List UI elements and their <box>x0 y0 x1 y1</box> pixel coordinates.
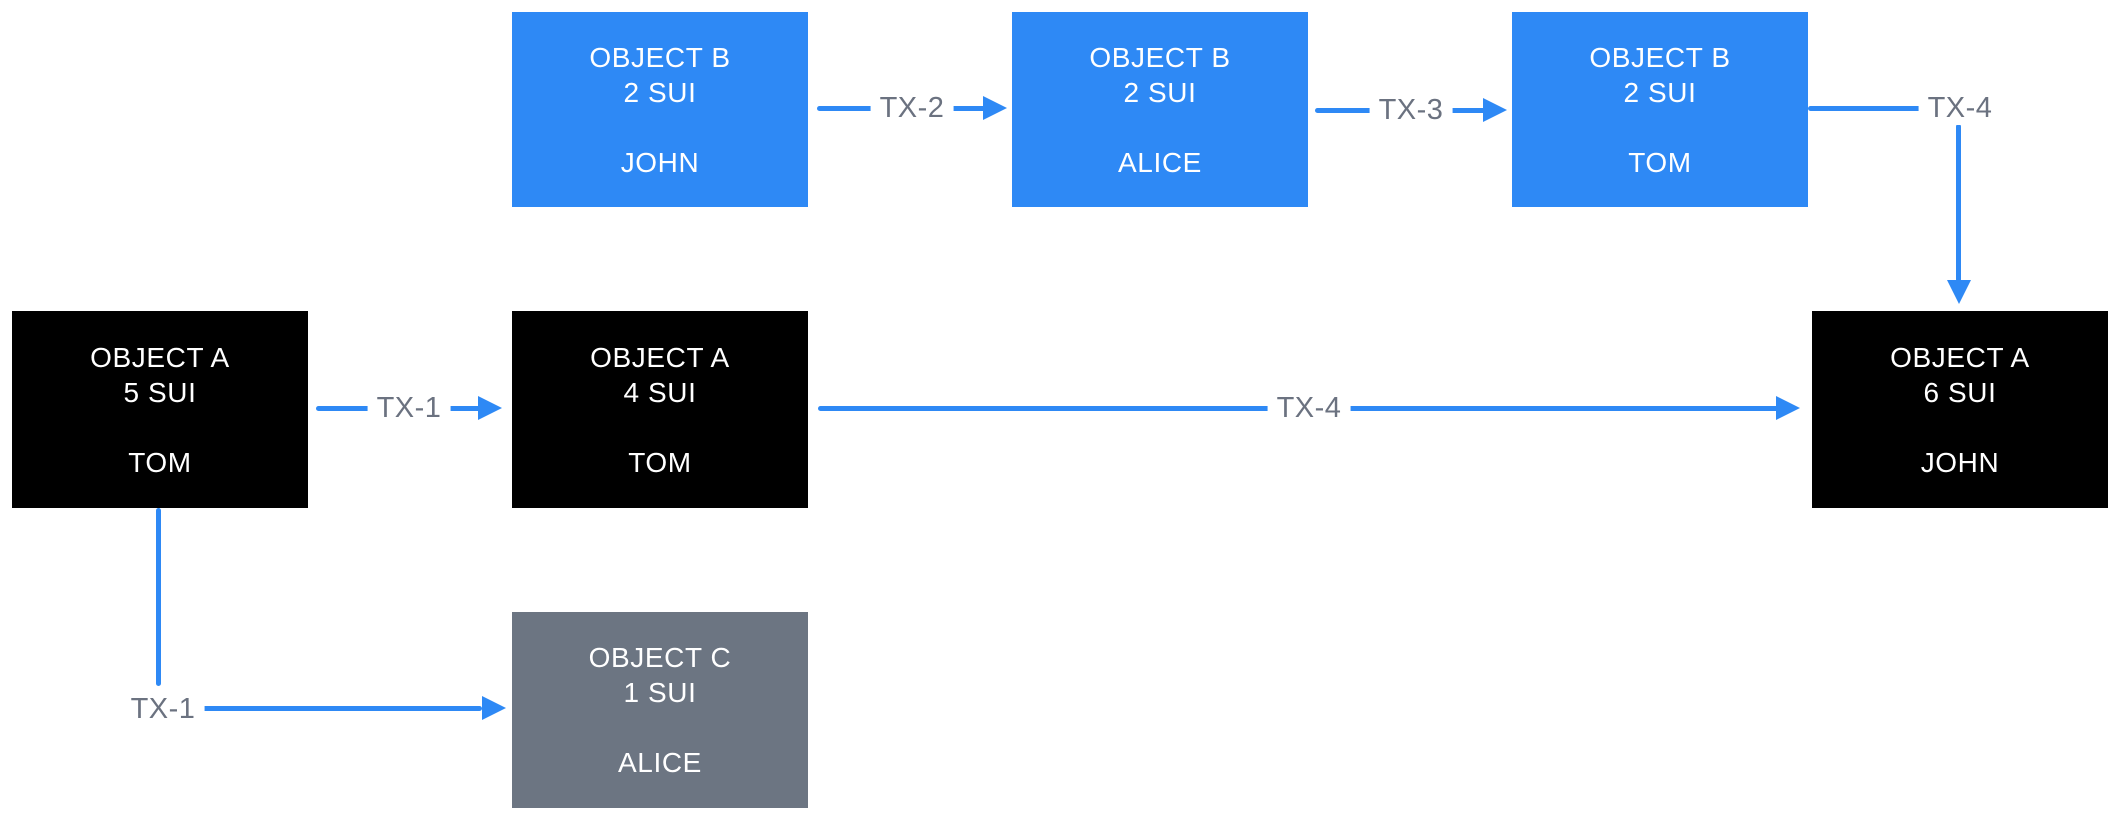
arrow-tx-1: TX-1 <box>316 391 502 425</box>
object-amount: 6 SUI <box>1923 376 1997 408</box>
object-box-b-alice: OBJECT B 2 SUI ALICE <box>1012 12 1308 207</box>
object-title: OBJECT A <box>1890 341 2030 373</box>
object-owner: ALICE <box>618 747 702 778</box>
object-title: OBJECT A <box>590 341 730 373</box>
object-amount: 2 SUI <box>1623 76 1697 108</box>
tx-label: TX-4 <box>1918 91 2002 125</box>
arrow-right-icon <box>1483 98 1507 122</box>
object-owner: ALICE <box>1118 146 1202 178</box>
arrow-right-icon <box>983 96 1007 120</box>
arrow-line <box>1956 124 1961 282</box>
arrow-right-icon <box>482 696 506 720</box>
object-owner: TOM <box>1628 146 1692 178</box>
object-owner: TOM <box>628 446 692 478</box>
object-amount: 2 SUI <box>623 76 697 108</box>
arrow-line <box>156 508 161 686</box>
tx-label: TX-3 <box>1369 93 1453 127</box>
object-title: OBJECT C <box>588 642 732 673</box>
tx-label: TX-1 <box>367 391 451 425</box>
object-amount: 5 SUI <box>123 376 197 408</box>
arrow-right-icon <box>478 396 502 420</box>
tx-label: TX-1 <box>121 692 205 726</box>
object-amount: 1 SUI <box>623 677 697 708</box>
arrow-line <box>1808 106 1958 111</box>
object-amount: 4 SUI <box>623 376 697 408</box>
object-box-b-john: OBJECT B 2 SUI JOHN <box>512 12 808 207</box>
tx-label: TX-4 <box>1267 391 1351 425</box>
arrow-tx-4-long: TX-4 <box>818 391 1800 425</box>
object-box-a-5-tom: OBJECT A 5 SUI TOM <box>12 311 308 508</box>
object-title: OBJECT B <box>1589 41 1731 73</box>
arrow-line <box>201 706 482 711</box>
arrow-down-icon <box>1947 280 1971 304</box>
object-box-a-4-tom: OBJECT A 4 SUI TOM <box>512 311 808 508</box>
object-title: OBJECT B <box>1089 41 1231 73</box>
arrow-tx-3: TX-3 <box>1315 93 1507 127</box>
tx-label: TX-2 <box>870 91 954 125</box>
arrow-tx-2: TX-2 <box>817 91 1007 125</box>
arrow-right-icon <box>1776 396 1800 420</box>
object-owner: JOHN <box>620 146 700 178</box>
object-title: OBJECT B <box>589 41 731 73</box>
object-owner: JOHN <box>1920 446 2000 478</box>
object-title: OBJECT A <box>90 341 230 373</box>
object-box-a-6-john: OBJECT A 6 SUI JOHN <box>1812 311 2108 508</box>
object-owner: TOM <box>128 446 192 478</box>
object-box-c-alice: OBJECT C 1 SUI ALICE <box>512 612 808 808</box>
object-box-b-tom: OBJECT B 2 SUI TOM <box>1512 12 1808 207</box>
object-amount: 2 SUI <box>1123 76 1197 108</box>
